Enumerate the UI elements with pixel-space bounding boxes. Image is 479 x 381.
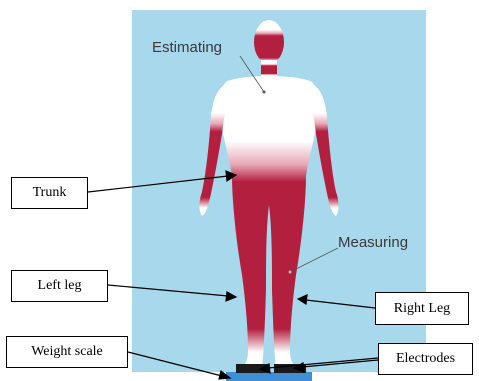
right-leg-callout: Right Leg	[375, 292, 469, 325]
measuring-dot	[289, 271, 292, 274]
estimating-label: Estimating	[152, 39, 222, 56]
estimating-dot	[263, 91, 266, 94]
weight-scale-platform	[226, 372, 312, 381]
left-leg-callout: Left leg	[11, 270, 108, 302]
electrodes-callout: Electrodes	[378, 343, 473, 375]
measuring-label: Measuring	[338, 234, 408, 251]
trunk-callout: Trunk	[11, 177, 88, 209]
weight-scale-callout: Weight scale	[6, 336, 128, 368]
neck	[261, 60, 277, 76]
head	[254, 20, 284, 64]
